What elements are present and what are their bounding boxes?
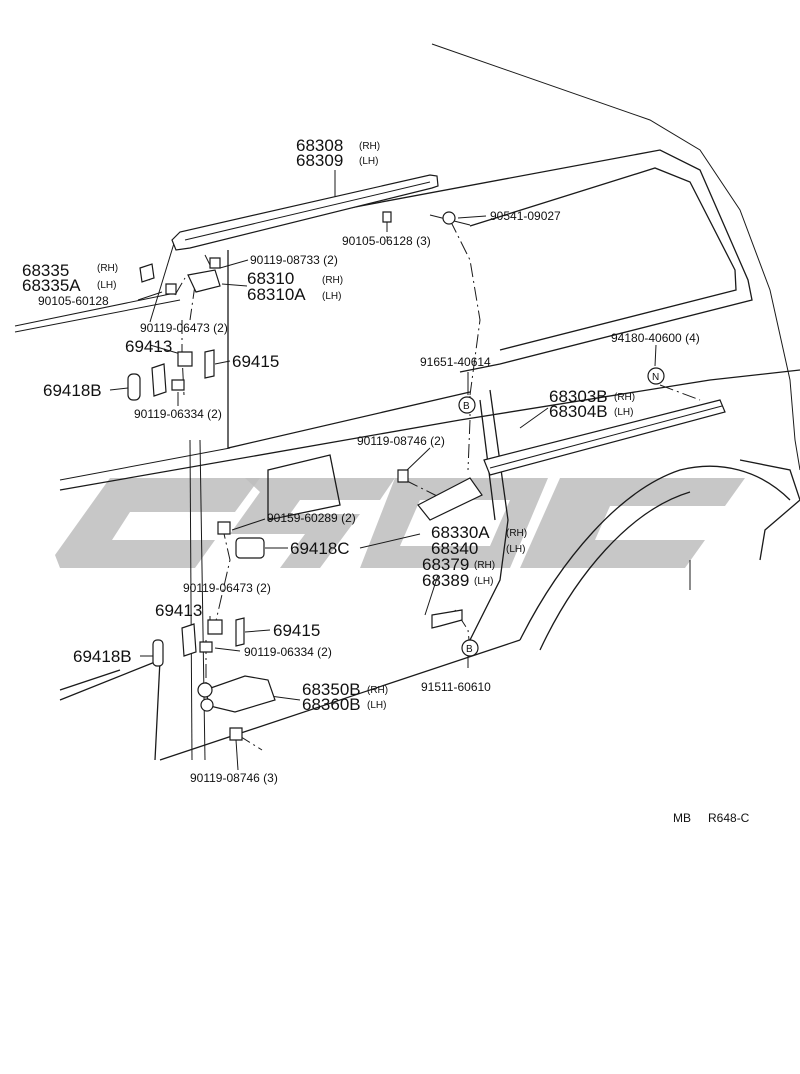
label-90119-08746-upper: 90119-08746 (2) [357,434,445,448]
cover-69418c [235,537,265,559]
watermark-logo [55,478,745,568]
bolt-upper [177,351,193,367]
label-68309: 68309 [296,151,343,170]
label-68389: 68389 [422,571,469,590]
cover-69418b-upper [127,373,141,401]
bracket-68379 [431,609,463,629]
bolt-08746-lower [229,727,243,741]
hinge-69413-lower [181,623,197,657]
label-90119-06334-upper: 90119-06334 (2) [134,407,222,421]
latch-68330a [417,477,483,521]
marker-b-upper-text: B [463,401,470,412]
bolt-90119-08746 [397,469,409,483]
part-labels: 68308 (RH) 68309 (LH) 90541-09027 90105-… [22,136,750,825]
label-rh-6: (RH) [474,560,495,571]
marker-n-text: N [652,372,659,383]
label-91651-40614: 91651-40614 [420,355,491,369]
label-68379: 68379 [422,555,469,574]
label-lh-2: (LH) [97,280,116,291]
label-68310a: 68310A [247,285,306,304]
screw-90105-60128 [165,283,177,295]
label-90105-60128: 90105-60128 [38,294,109,308]
marker-b-lower-text: B [466,644,473,655]
label-69418b-upper: 69418B [43,381,102,400]
label-68310: 68310 [247,269,294,288]
marker-n [647,367,665,385]
label-lh-4: (LH) [614,407,633,418]
marker-b-lower [461,639,479,657]
bolt-90119-08733 [209,257,221,269]
bracket-68310 [187,269,221,293]
bolt-lower [207,619,223,635]
label-68330a: 68330A [431,523,490,542]
label-lh-6: (LH) [474,576,493,587]
hinge-69415-lower [235,617,245,647]
label-lh-1: (LH) [359,156,378,167]
label-69418b-lower: 69418B [73,647,132,666]
label-lh-7: (LH) [367,700,386,711]
label-68335: 68335 [22,261,69,280]
label-90541-09027: 90541-09027 [490,209,561,223]
bolt-90159 [217,521,231,535]
label-90119-06473-lower: 90119-06473 (2) [183,581,271,595]
bracket-68335 [139,263,155,283]
label-90119-08733: 90119-08733 (2) [250,253,338,267]
cover-69418b-lower [152,639,164,667]
label-68335a: 68335A [22,276,81,295]
roof-drip-molding [171,174,439,251]
hinge-69413-upper [151,363,167,397]
label-68304b: 68304B [549,402,608,421]
hinge-69415-upper [204,349,215,379]
label-68308: 68308 [296,136,343,155]
label-90119-08746-lower: 90119-08746 (3) [190,771,278,785]
label-68340: 68340 [431,539,478,558]
callout-lines [109,170,657,771]
label-lh-5: (LH) [506,544,525,555]
label-90119-06473-upper: 90119-06473 (2) [140,321,228,335]
label-rh-1: (RH) [359,141,380,152]
vehicle-body-outline [14,43,800,761]
label-rh-3: (RH) [322,275,343,286]
bolt-06334-lower [199,641,213,653]
marker-b-upper [458,396,476,414]
screw-90105 [382,211,392,223]
label-68360b: 68360B [302,695,361,714]
label-90119-06334-lower: 90119-06334 (2) [244,645,332,659]
label-68350b: 68350B [302,680,361,699]
bracket-68350b [204,675,276,713]
label-rh-4: (RH) [614,392,635,403]
label-69413-upper: 69413 [125,337,172,356]
clip-90541 [442,211,456,225]
label-91511-60610: 91511-60610 [421,680,491,694]
label-90159-60289: 90159-60289 (2) [267,511,356,525]
label-rh-2: (RH) [97,263,118,274]
label-69415-upper: 69415 [232,352,279,371]
label-rh-5: (RH) [506,528,527,539]
reference-mb: MB [673,811,691,825]
label-lh-3: (LH) [322,291,341,302]
label-68303b: 68303B [549,387,608,406]
label-90105-06128: 90105-06128 (3) [342,234,431,248]
label-69418c: 69418C [290,539,350,558]
parts [127,174,726,741]
label-69415-lower: 69415 [273,621,320,640]
label-94180-40600: 94180-40600 (4) [611,331,700,345]
reference-code: R648-C [708,811,750,825]
markers: B N B [458,367,665,657]
label-69413-lower: 69413 [155,601,202,620]
label-rh-7: (RH) [367,685,388,696]
bolt-06334-upper [171,379,185,391]
